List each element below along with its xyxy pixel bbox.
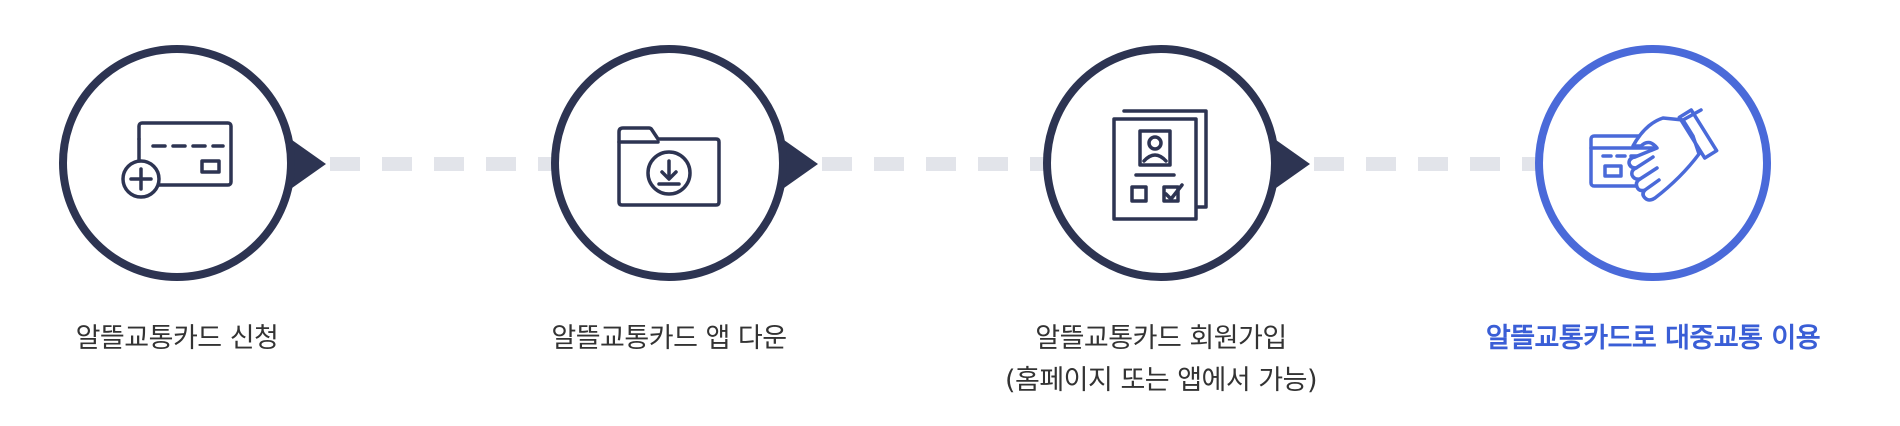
- card-handshake-icon: [1589, 108, 1719, 202]
- arrow-icon: [784, 140, 818, 188]
- card-plus-icon: [121, 121, 233, 199]
- arrow-icon: [1276, 140, 1310, 188]
- step-3-circle: [1043, 45, 1279, 281]
- step-1-label: 알뜰교통카드 신청: [0, 318, 387, 360]
- connector-3-4: [1314, 157, 1536, 171]
- step-3-label-line-1: 알뜰교통카드 회원가입: [1035, 323, 1287, 354]
- connector-1-2: [330, 157, 552, 171]
- arrow-icon: [292, 140, 326, 188]
- step-3-label: 알뜰교통카드 회원가입 (홈페이지 또는 앱에서 가능): [951, 318, 1371, 402]
- step-4-label: 알뜰교통카드로 대중교통 이용: [1443, 318, 1863, 360]
- step-1-label-line-1: 알뜰교통카드 신청: [75, 323, 279, 354]
- step-2-circle: [551, 45, 787, 281]
- connector-2-3: [822, 157, 1044, 171]
- step-2-label: 알뜰교통카드 앱 다운: [459, 318, 879, 360]
- step-1-circle: [59, 45, 295, 281]
- step-3-label-line-2: (홈페이지 또는 앱에서 가능): [1004, 365, 1318, 396]
- folder-download-icon: [617, 126, 721, 207]
- step-4-circle: [1535, 45, 1771, 281]
- step-2-label-line-1: 알뜰교통카드 앱 다운: [551, 323, 787, 354]
- step-4-label-line-1: 알뜰교통카드로 대중교통 이용: [1485, 323, 1821, 354]
- member-form-icon: [1112, 109, 1208, 221]
